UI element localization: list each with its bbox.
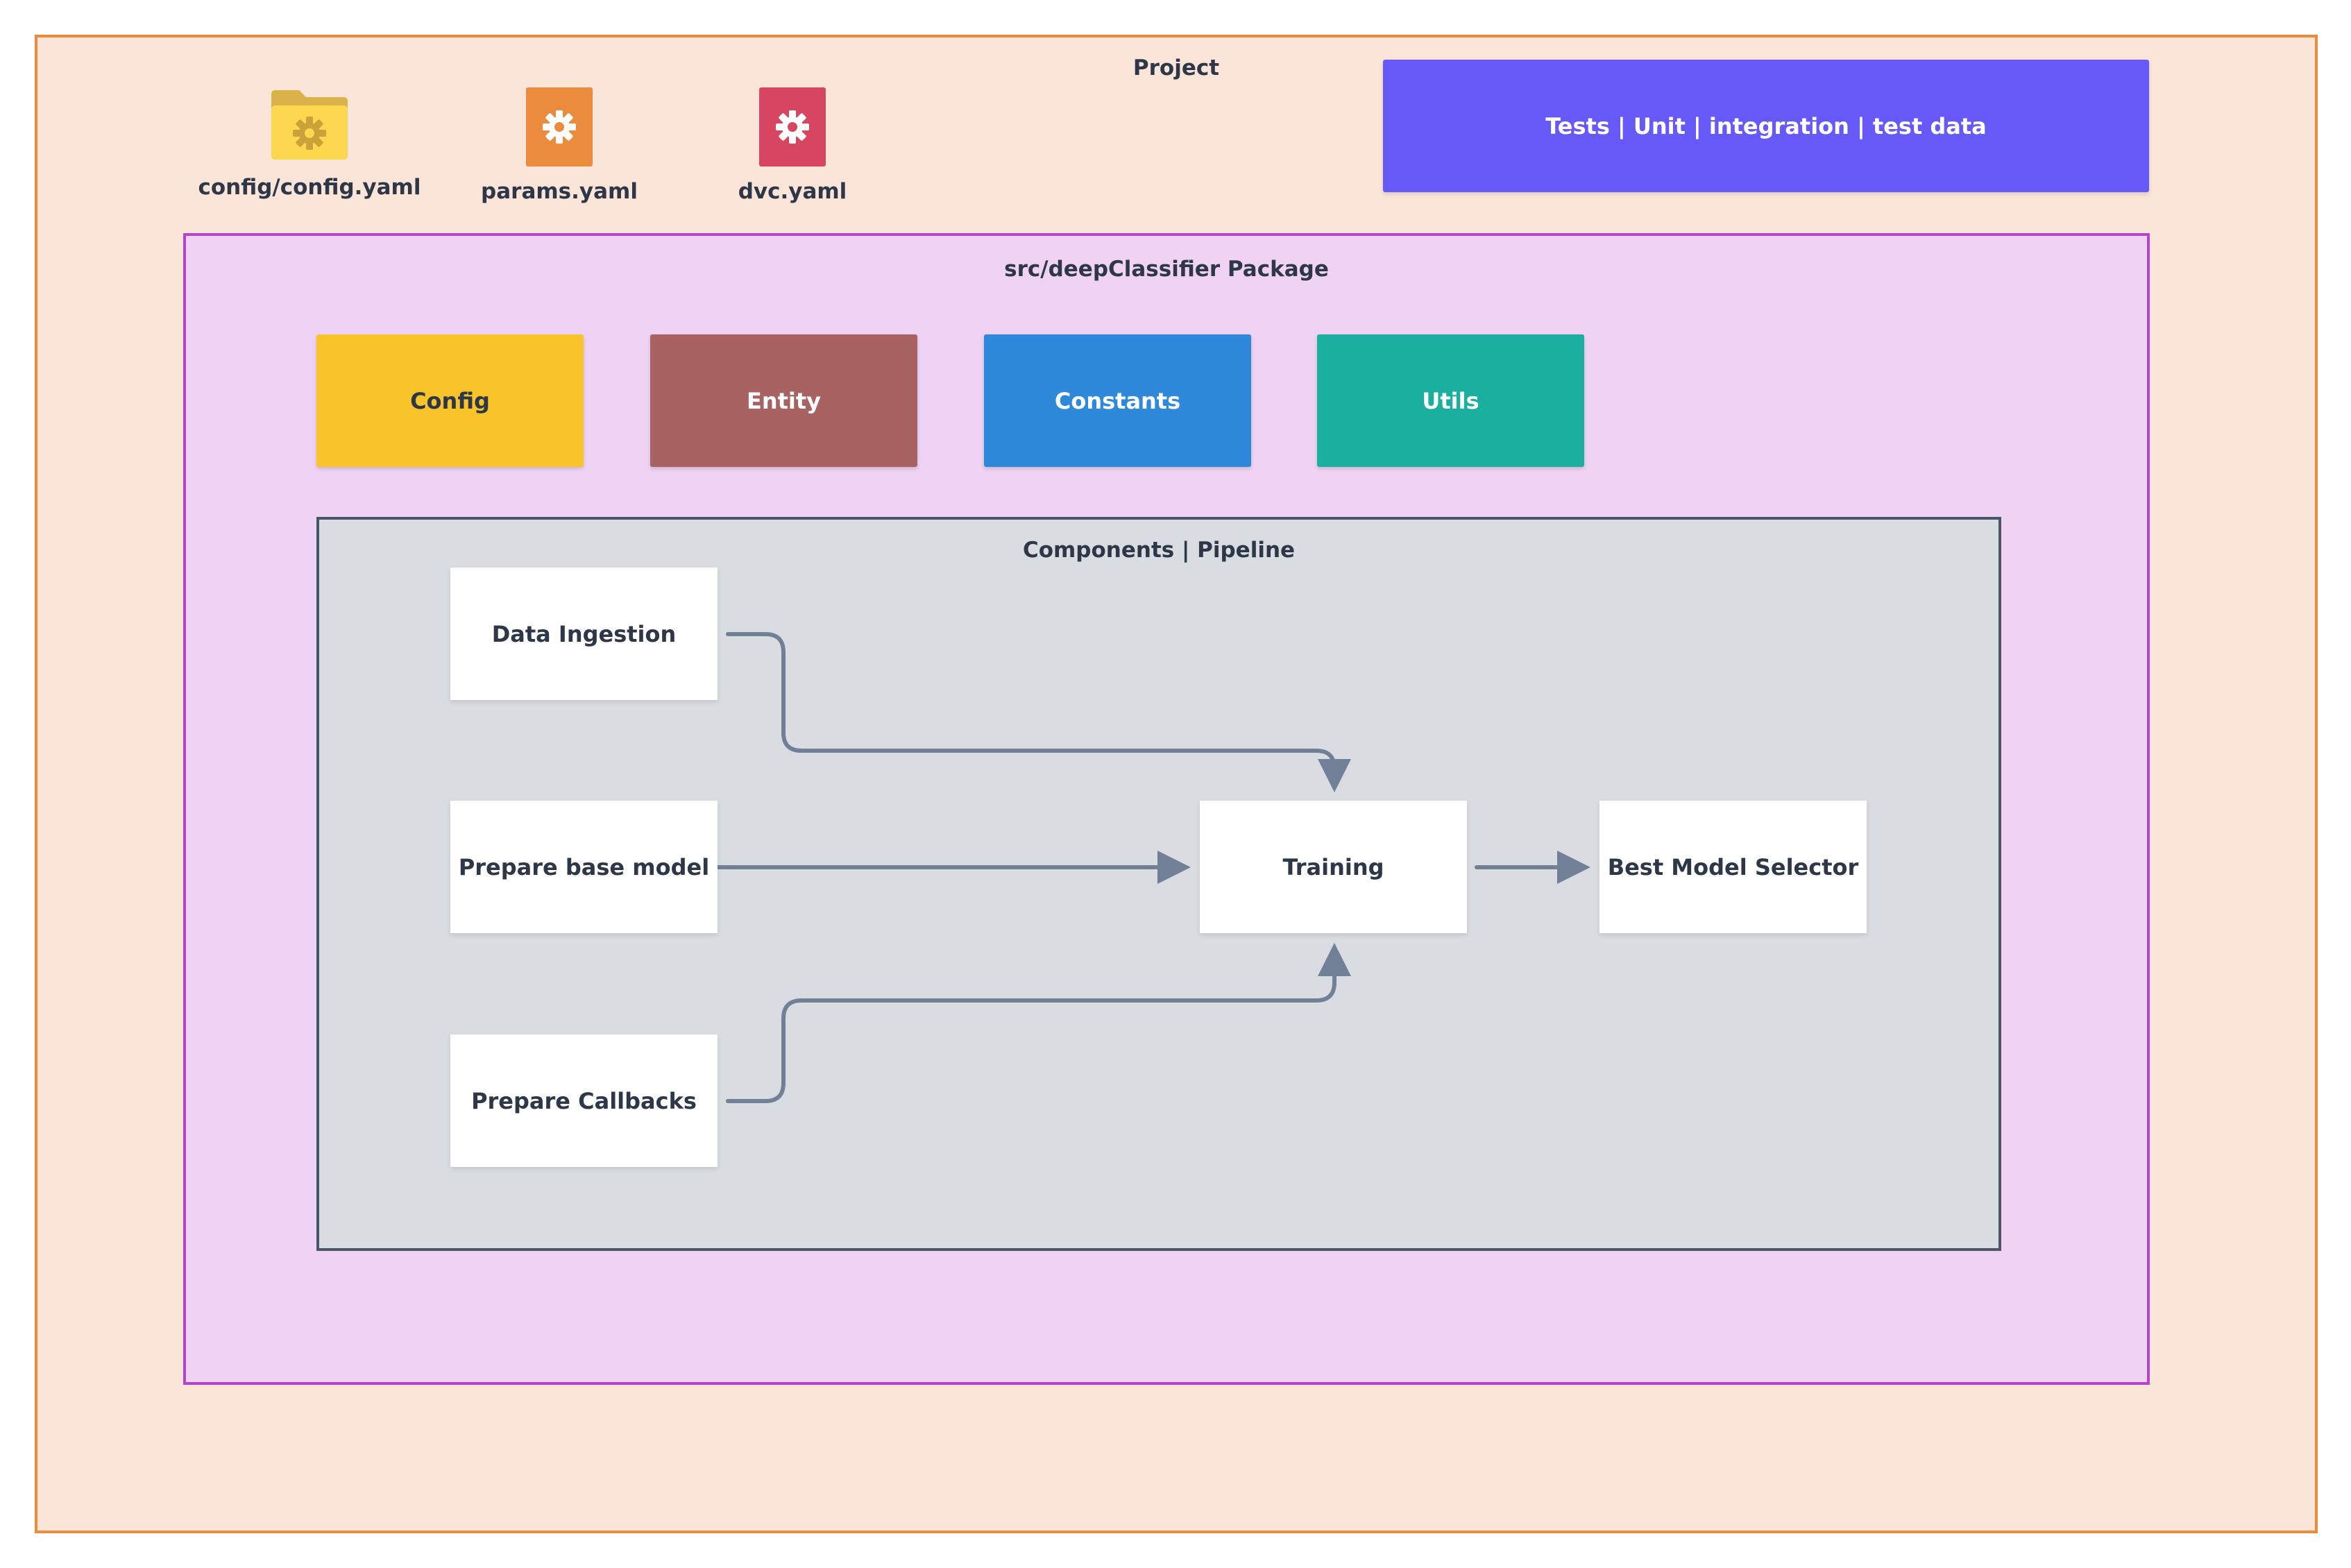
- prepare-callbacks-node[interactable]: Prepare Callbacks: [450, 1034, 718, 1167]
- constants-tile[interactable]: Constants: [984, 334, 1251, 467]
- package-title: src/deepClassifier Package: [1004, 257, 1329, 282]
- pipeline-title: Components | Pipeline: [1022, 538, 1296, 563]
- file-gear-icon: [759, 87, 826, 167]
- prepare-base-model-node[interactable]: Prepare base model: [450, 801, 718, 933]
- file-gear-icon: [526, 87, 593, 167]
- tests-node[interactable]: Tests | Unit | integration | test data: [1383, 60, 2149, 192]
- utils-tile[interactable]: Utils: [1317, 334, 1584, 467]
- data-ingestion-node[interactable]: Data Ingestion: [450, 568, 718, 700]
- project-title: Project: [1132, 56, 1220, 80]
- file-label: dvc.yaml: [738, 179, 847, 204]
- training-node[interactable]: Training: [1200, 801, 1467, 933]
- file-params-yaml[interactable]: params.yaml: [434, 87, 684, 204]
- file-dvc-yaml[interactable]: dvc.yaml: [668, 87, 917, 204]
- config-tile[interactable]: Config: [316, 334, 584, 467]
- entity-tile[interactable]: Entity: [650, 334, 917, 467]
- file-config-yaml[interactable]: config/config.yaml: [185, 87, 434, 200]
- folder-gear-icon: [271, 90, 348, 160]
- best-model-selector-node[interactable]: Best Model Selector: [1599, 801, 1867, 933]
- file-label: params.yaml: [481, 179, 638, 204]
- file-label: config/config.yaml: [198, 175, 421, 200]
